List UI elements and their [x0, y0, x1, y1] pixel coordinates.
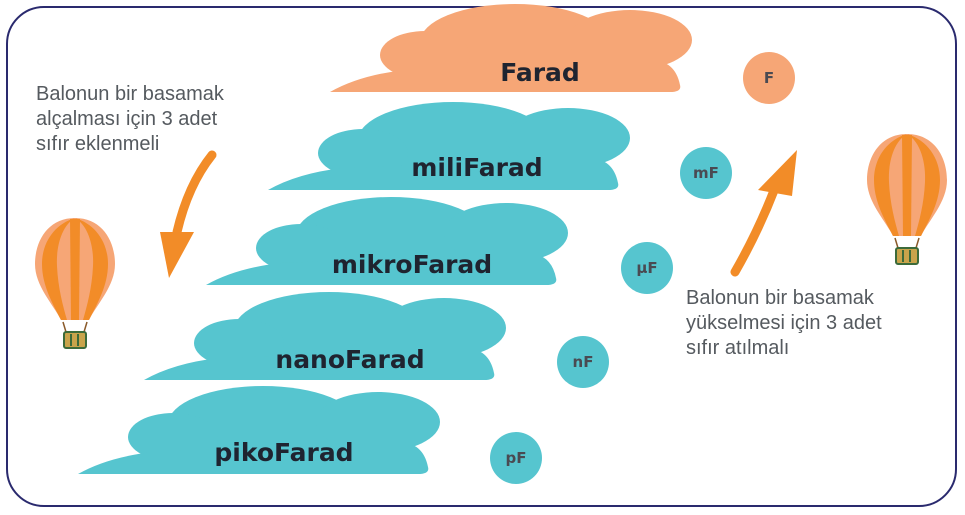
unit-symbol-milifarad: mF: [680, 147, 732, 199]
unit-symbol-farad: F: [743, 52, 795, 104]
note-ascend-line-2: yükselmesi için 3 adet: [686, 312, 882, 334]
unit-label-milifarad: miliFarad: [411, 153, 543, 182]
balloon-left-icon: [34, 217, 116, 349]
arrow-down-icon: [160, 150, 217, 278]
unit-symbol-pikofarad: pF: [490, 432, 542, 484]
note-descend-line-2: alçalması için 3 adet: [36, 108, 218, 130]
note-descend-line-1: Balonun bir basamak: [36, 83, 224, 105]
note-ascend-line-3: sıfır atılmalı: [686, 337, 790, 359]
unit-symbol-nanofarad: nF: [557, 336, 609, 388]
unit-label-nanofarad: nanoFarad: [275, 345, 425, 374]
balloon-right-icon: [866, 133, 948, 265]
unit-symbol-mikrofarad: µF: [621, 242, 673, 294]
unit-label-pikofarad: pikoFarad: [214, 438, 354, 467]
note-descend: Balonun bir basamak alçalması için 3 ade…: [36, 82, 224, 157]
note-ascend: Balonun bir basamak yükselmesi için 3 ad…: [686, 286, 882, 361]
unit-label-mikrofarad: mikroFarad: [331, 250, 493, 279]
note-ascend-line-1: Balonun bir basamak: [686, 287, 874, 309]
unit-label-farad: Farad: [500, 58, 580, 87]
arrow-up-icon: [730, 150, 797, 277]
note-descend-line-3: sıfır eklenmeli: [36, 133, 160, 155]
